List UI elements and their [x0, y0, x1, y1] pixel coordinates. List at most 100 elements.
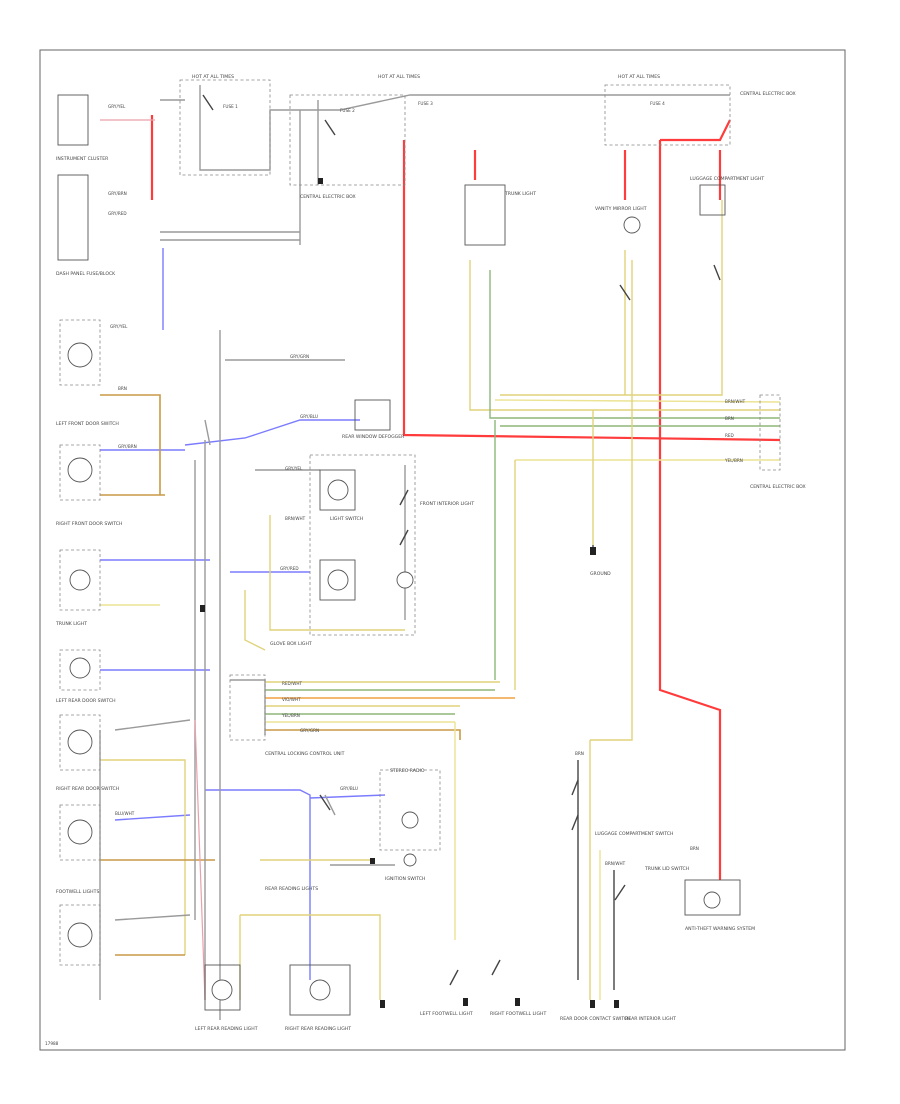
wire-label-w: BRN/WHT	[605, 861, 626, 866]
wire-labels: GRY/YEL GRY/BRN GRY/RED GRY/YEL GRY/GRN …	[108, 104, 746, 866]
instrument-cluster-box	[57, 94, 89, 146]
wire-label-m: VIO/WHT	[282, 697, 301, 702]
label-rear-reading: REAR READING LIGHTS	[265, 886, 318, 892]
dash-switch-box	[179, 79, 271, 176]
wire-label-o: GRY/GRN	[300, 728, 319, 733]
fuse-label-1: FUSE 1	[223, 104, 238, 109]
central-electric-box	[604, 84, 731, 146]
wire-label-d: GRY/YEL	[110, 324, 128, 329]
wire-label-f: GRY/BLU	[300, 414, 318, 419]
map-light-box	[319, 559, 356, 601]
label-rf-door: RIGHT FRONT DOOR SWITCH	[56, 521, 122, 527]
label-right-connector: CENTRAL ELECTRIC BOX	[750, 484, 806, 490]
door-switch-rf	[59, 444, 101, 501]
bulb-symbols	[67, 216, 721, 1001]
switch-symbols	[202, 94, 721, 986]
wire-label-e: GRY/GRN	[290, 354, 309, 359]
label-hot-right: HOT AT ALL TIMES	[618, 74, 660, 80]
wire-label-k: GRY/RED	[280, 566, 299, 571]
cluster-connector-box	[57, 174, 89, 261]
wire-label-p: BRN/WHT	[725, 399, 746, 404]
luggage-light-box	[699, 184, 726, 216]
label-hot-mid: HOT AT ALL TIMES	[378, 74, 420, 80]
label-vanity: VANITY MIRROR LIGHT	[595, 206, 647, 212]
wire-label-n: YEL/BRN	[281, 713, 300, 718]
fuse-labels: FUSE 1 FUSE 2 FUSE 3 FUSE 4	[223, 101, 665, 113]
rear-reading-right-box	[289, 964, 351, 1016]
label-antitheft: ANTI-THEFT WARNING SYSTEM	[685, 926, 755, 932]
label-rear-interior: REAR INTERIOR LIGHT	[625, 1016, 676, 1022]
label-luggage: LUGGAGE COMPARTMENT LIGHT	[690, 176, 764, 182]
door-switch-rr	[59, 649, 101, 691]
wire-label-s: YEL/BRN	[724, 458, 743, 463]
ground-symbols	[200, 178, 619, 1008]
label-lf-door: LEFT FRONT DOOR SWITCH	[56, 421, 119, 427]
fuse-label-3: FUSE 3	[418, 101, 433, 106]
blue-wires	[100, 248, 386, 980]
wire-label-r: RED	[725, 433, 734, 438]
fuse-label-4: FUSE 4	[650, 101, 665, 106]
label-luggage-switch: LUGGAGE COMPARTMENT SWITCH	[595, 831, 673, 837]
reading-light-lr	[59, 714, 101, 771]
diagram-frame	[39, 49, 846, 1051]
component-boxes	[57, 79, 781, 1016]
harness-wires	[230, 679, 515, 940]
label-rr-door: RIGHT REAR DOOR SWITCH	[56, 786, 119, 792]
label-footwell-right: RIGHT FOOTWELL LIGHT	[490, 1011, 546, 1017]
wire-label-v: BRN	[575, 751, 584, 756]
wire-label-h: GRY/BRN	[118, 444, 137, 449]
bus-wires	[469, 200, 781, 741]
label-ground: GROUND	[590, 571, 611, 577]
wire-label-q: BRN	[725, 416, 734, 421]
reading-light-rr	[59, 804, 101, 861]
label-stereo: STEREO RADIO	[390, 768, 425, 774]
label-reading-left: LEFT REAR READING LIGHT	[195, 1026, 258, 1032]
label-trunk-lid: TRUNK LID SWITCH	[644, 866, 689, 872]
antitheft-box	[684, 879, 741, 916]
wire-label-l: RED/WHT	[282, 681, 302, 686]
component-labels: HOT AT ALL TIMES HOT AT ALL TIMES HOT AT…	[55, 74, 806, 1032]
label-trunk-light: TRUNK LIGHT	[504, 191, 536, 197]
label-ignition: IGNITION SWITCH	[385, 876, 425, 882]
footer-code: 17988	[45, 1041, 59, 1046]
label-defog: REAR WINDOW DEFOGGER	[342, 434, 405, 440]
fuse-box-top	[289, 94, 406, 186]
label-fuse-box: CENTRAL ELECTRIC BOX	[300, 194, 356, 200]
label-light-switch: LIGHT SWITCH	[330, 516, 363, 522]
wire-label-c: GRY/RED	[108, 211, 127, 216]
front-interior-light-box	[309, 454, 416, 636]
wire-label-i: GRY/YEL	[285, 466, 303, 471]
wire-label-g: BRN	[118, 386, 127, 391]
wire-label-u: GRY/BLU	[340, 786, 358, 791]
wire-label-t: BLU/WHT	[115, 811, 135, 816]
wire-label-x: BRN	[690, 846, 699, 851]
label-rear-door-contact: REAR DOOR CONTACT SWITCH	[560, 1016, 631, 1022]
label-reading-right: RIGHT REAR READING LIGHT	[285, 1026, 351, 1032]
trunk-light-box	[464, 184, 506, 246]
light-switch-box	[319, 469, 356, 511]
thin-wires	[99, 85, 730, 1020]
label-lr-door: LEFT REAR DOOR SWITCH	[56, 698, 116, 704]
label-footwell: FOOTWELL LIGHTS	[56, 889, 99, 895]
label-footwell-left: LEFT FOOTWELL LIGHT	[420, 1011, 473, 1017]
rear-reading-left-box	[204, 964, 241, 1011]
wire-label-b: GRY/BRN	[108, 191, 127, 196]
label-dash-panel: DASH PANEL FUSE/BLOCK	[56, 271, 116, 277]
central-locking-box	[229, 674, 266, 741]
label-instrument-cluster: INSTRUMENT CLUSTER	[56, 156, 109, 162]
wire-label-j: BRN/WHT	[285, 516, 306, 521]
label-central-locking: CENTRAL LOCKING CONTROL UNIT	[265, 751, 345, 757]
ignition-box	[379, 769, 441, 851]
label-trunk-lt: TRUNK LIGHT	[55, 621, 87, 627]
label-front-interior: FRONT INTERIOR LIGHT	[420, 501, 474, 507]
right-connector-box	[759, 394, 781, 471]
fuse-label-2: FUSE 2	[340, 108, 355, 113]
label-central-electric: CENTRAL ELECTRIC BOX	[740, 91, 796, 97]
door-switch-lf	[59, 319, 101, 386]
label-hot-left: HOT AT ALL TIMES	[192, 74, 234, 80]
defog-box	[354, 399, 391, 431]
wire-label-a: GRY/YEL	[108, 104, 126, 109]
red-wires	[150, 115, 781, 880]
